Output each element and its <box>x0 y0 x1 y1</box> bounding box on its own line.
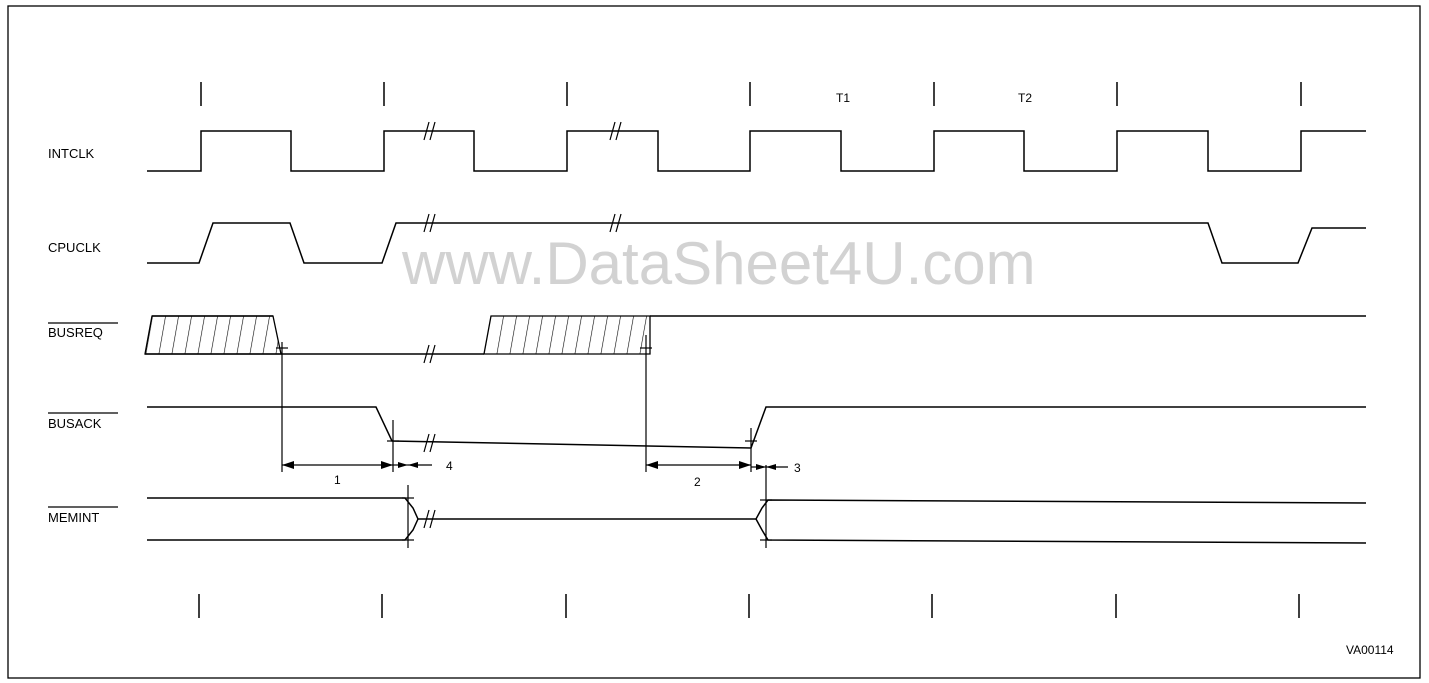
signal-label-busreq: BUSREQ <box>48 325 103 340</box>
timing-reference-lines <box>281 335 767 548</box>
memint-waveform <box>147 497 1367 544</box>
timing-dimension-2 <box>646 461 751 469</box>
intclk-waveform <box>147 130 1366 172</box>
watermark: www.DataSheet4U.com <box>401 230 1036 297</box>
bottom-period-ticks <box>198 594 1300 618</box>
diagram-frame <box>7 5 1421 679</box>
signal-label-busack: BUSACK <box>48 416 102 431</box>
timing-dimension-4 <box>393 462 432 468</box>
timing-label-2: 2 <box>694 475 701 489</box>
timing-label-1: 1 <box>334 473 341 487</box>
signal-label-intclk: INTCLK <box>48 146 95 161</box>
transition-marks <box>276 347 772 541</box>
timing-label-3: 3 <box>794 461 801 475</box>
busack-waveform <box>147 406 1366 453</box>
timing-dimension-1 <box>282 461 393 469</box>
top-period-ticks <box>200 82 1302 106</box>
timing-dimension-3 <box>751 464 788 470</box>
intclk-break-marks <box>423 121 622 141</box>
figure-id: VA00114 <box>1346 643 1394 657</box>
busreq-waveform <box>144 315 1366 364</box>
state-label-t2: T2 <box>1018 91 1032 105</box>
cpuclk-waveform <box>147 222 1366 264</box>
cpuclk-break-marks <box>423 213 622 233</box>
state-label-t1: T1 <box>836 91 850 105</box>
timing-label-4: 4 <box>446 459 453 473</box>
signal-label-memint: MEMINT <box>48 510 99 525</box>
signal-label-cpuclk: CPUCLK <box>48 240 101 255</box>
